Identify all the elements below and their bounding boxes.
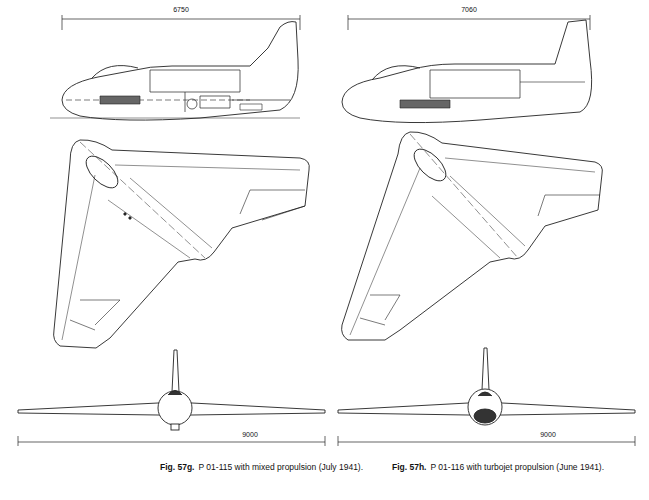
side-view-right — [342, 15, 592, 123]
plan-view-left — [54, 140, 310, 348]
dimension-span: 9000 — [240, 431, 260, 439]
plan-view-right — [342, 132, 603, 340]
figure-caption: P 01-115 with mixed propulsion (July 194… — [198, 463, 363, 472]
dimension-span: 9000 — [538, 431, 558, 439]
side-view-left — [50, 15, 300, 120]
figure-caption: P 01-116 with turbojet propulsion (June … — [430, 463, 604, 472]
dimension-length: 7060 — [459, 6, 479, 14]
figure-number: Fig. 57h. — [392, 463, 426, 472]
front-view-right — [338, 348, 635, 446]
front-view-left — [18, 350, 325, 446]
figure-number: Fig. 57g. — [160, 463, 194, 472]
dimension-length: 6750 — [171, 6, 191, 14]
